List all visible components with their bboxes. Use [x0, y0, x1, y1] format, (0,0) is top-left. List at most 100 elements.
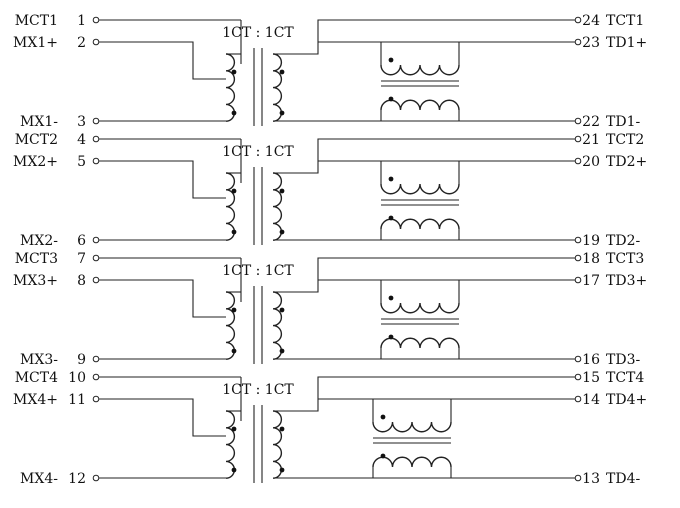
pin-terminal [574, 16, 582, 24]
pin-name-label: TCT1 [606, 13, 644, 29]
pin-name-label: MX4- [20, 471, 58, 487]
pin-name-label: TD2- [606, 233, 640, 249]
secondary-winding [272, 410, 283, 479]
pin-terminal [574, 276, 582, 284]
polarity-dot [231, 426, 237, 432]
pin-number-label: 13 [582, 471, 600, 487]
pin-number-label: 10 [68, 370, 86, 386]
polarity-dot [388, 334, 394, 340]
pin-name-label: MX2+ [13, 154, 58, 170]
pin-number-label: 2 [77, 35, 86, 51]
wire [273, 257, 575, 293]
pin-number-label: 18 [582, 251, 600, 267]
pin-name-label: MX2- [20, 233, 58, 249]
pin-number-label: 15 [582, 370, 600, 386]
turns-ratio-label: 1CT : 1CT [222, 382, 294, 398]
pin-number-label: 19 [582, 233, 600, 249]
pin-name-label: MCT4 [15, 370, 58, 386]
pin-number-label: 8 [77, 273, 86, 289]
pin-terminal [574, 474, 582, 482]
wire [99, 41, 226, 80]
pin-name-label: TD3+ [606, 273, 647, 289]
pin-number-label: 12 [68, 471, 86, 487]
pin-name-label: TD2+ [606, 154, 647, 170]
pin-number-label: 20 [582, 154, 600, 170]
pin-name-label: MX1+ [13, 35, 58, 51]
pin-terminal [92, 373, 100, 381]
pin-terminal [574, 157, 582, 165]
pin-number-label: 23 [582, 35, 600, 51]
choke-winding [380, 302, 460, 314]
polarity-dot [231, 467, 237, 473]
secondary-winding [272, 291, 283, 360]
secondary-winding [272, 53, 283, 122]
pin-number-label: 24 [582, 13, 600, 29]
pin-name-label: TD1- [606, 114, 640, 130]
wire [273, 138, 575, 174]
pin-number-label: 7 [77, 251, 86, 267]
polarity-dot [380, 453, 386, 459]
pin-name-label: MCT2 [15, 132, 58, 148]
pin-number-label: 1 [77, 13, 86, 29]
pin-name-label: MCT1 [15, 13, 58, 29]
pin-terminal [92, 355, 100, 363]
choke-winding [380, 218, 460, 230]
polarity-dot [279, 307, 285, 313]
turns-ratio-label: 1CT : 1CT [222, 144, 294, 160]
polarity-dot [279, 467, 285, 473]
pin-terminal [92, 395, 100, 403]
pin-name-label: MX3+ [13, 273, 58, 289]
pin-terminal [92, 38, 100, 46]
polarity-dot [279, 69, 285, 75]
polarity-dot [279, 426, 285, 432]
choke-winding [380, 99, 460, 111]
pin-terminal [92, 474, 100, 482]
pin-name-label: TCT2 [606, 132, 644, 148]
pin-terminal [92, 276, 100, 284]
pin-number-label: 14 [582, 392, 600, 408]
pin-terminal [92, 236, 100, 244]
polarity-dot [380, 414, 386, 420]
pin-terminal [574, 38, 582, 46]
pin-number-label: 17 [582, 273, 600, 289]
choke-winding [380, 337, 460, 349]
polarity-dot [231, 188, 237, 194]
pin-name-label: TD3- [606, 352, 640, 368]
pin-name-label: TD4- [606, 471, 640, 487]
pin-name-label: TCT3 [606, 251, 644, 267]
pin-name-label: MX1- [20, 114, 58, 130]
pin-terminal [574, 117, 582, 125]
pin-name-label: TD4+ [606, 392, 647, 408]
polarity-dot [279, 188, 285, 194]
primary-winding [225, 53, 236, 122]
pin-name-label: MX4+ [13, 392, 58, 408]
pin-terminal [574, 236, 582, 244]
polarity-dot [231, 110, 237, 116]
secondary-winding [272, 172, 283, 241]
wire [99, 160, 226, 199]
choke-winding [380, 64, 460, 76]
pin-number-label: 6 [77, 233, 86, 249]
primary-winding [225, 291, 236, 360]
polarity-dot [388, 215, 394, 221]
pin-terminal [92, 157, 100, 165]
pin-number-label: 3 [77, 114, 86, 130]
choke-winding [372, 421, 452, 433]
pin-terminal [92, 254, 100, 262]
polarity-dot [388, 96, 394, 102]
polarity-dot [231, 229, 237, 235]
pin-terminal [574, 373, 582, 381]
turns-ratio-label: 1CT : 1CT [222, 263, 294, 279]
polarity-dot [279, 348, 285, 354]
polarity-dot [231, 348, 237, 354]
polarity-dot [388, 57, 394, 63]
polarity-dot [279, 229, 285, 235]
primary-winding [225, 172, 236, 241]
pin-terminal [574, 135, 582, 143]
pin-name-label: TD1+ [606, 35, 647, 51]
polarity-dot [231, 69, 237, 75]
polarity-dot [388, 295, 394, 301]
